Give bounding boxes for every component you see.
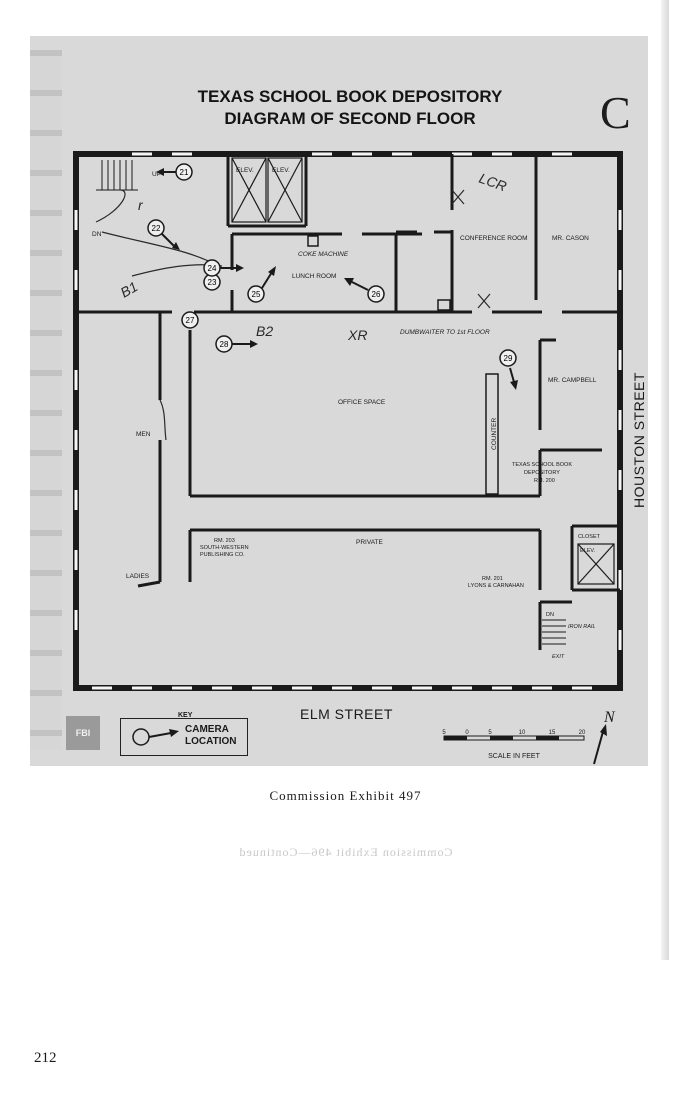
- exhibit-caption: Commission Exhibit 497: [269, 788, 422, 803]
- camera-28: 28: [215, 335, 258, 353]
- label-coke-machine: COKE MACHINE: [298, 251, 349, 258]
- title-line-1: TEXAS SCHOOL BOOK DEPOSITORY: [197, 87, 503, 106]
- label-mr-campbell: MR. CAMPBELL: [548, 377, 597, 384]
- camera-22: 22: [147, 219, 180, 250]
- camera-27: 27: [181, 311, 199, 329]
- key-text-line-1: CAMERA: [185, 724, 229, 735]
- camera-26-label: 26: [372, 290, 381, 299]
- label-rm201-1: RM. 201: [482, 576, 503, 582]
- handwriting-b2: B2: [256, 323, 273, 339]
- scale-tick-1: 0: [465, 730, 469, 736]
- camera-21: 21: [156, 163, 193, 181]
- camera-29-label: 29: [504, 354, 513, 363]
- scale-tick-0: 5: [442, 730, 446, 736]
- label-lunch-room: LUNCH ROOM: [292, 273, 336, 280]
- label-iron-rail: IRON RAIL: [568, 624, 596, 630]
- label-men: MEN: [136, 431, 151, 438]
- floor-plan: ELEV. ELEV. UP DN COKE MACHINE LUNCH ROO…: [73, 151, 623, 691]
- binding-strip: [30, 50, 62, 750]
- interior-walls: [76, 154, 620, 650]
- side-windows: [74, 210, 622, 650]
- camera-21-label: 21: [180, 168, 189, 177]
- label-elev-1: ELEV.: [236, 167, 254, 174]
- label-up: UP: [152, 171, 161, 178]
- stairs-bottom: [542, 619, 566, 645]
- north-label: N: [603, 709, 616, 726]
- camera-24-label: 24: [208, 264, 217, 273]
- exhibit-letter: C: [600, 87, 631, 138]
- camera-22-label: 22: [152, 224, 161, 233]
- label-tsbd-3: RM. 200: [534, 478, 555, 484]
- handwriting-r: r: [138, 197, 144, 213]
- counter: [485, 373, 499, 495]
- camera-28-label: 28: [220, 340, 229, 349]
- houston-street-label: HOUSTON STREET: [625, 370, 653, 510]
- title-line-2: DIAGRAM OF SECOND FLOOR: [224, 109, 476, 128]
- coke-machine-box: [307, 235, 319, 247]
- label-dn-bottom: DN: [546, 612, 554, 618]
- north-arrow-icon: [600, 724, 607, 736]
- label-rm201-2: LYONS & CARNAHAN: [468, 583, 524, 589]
- label-elev-2: ELEV.: [272, 167, 290, 174]
- label-dumbwaiter: DUMBWAITER TO 1st FLOOR: [400, 329, 490, 336]
- diagram-title: TEXAS SCHOOL BOOK DEPOSITORY DIAGRAM OF …: [160, 86, 540, 130]
- label-ladies: LADIES: [126, 573, 150, 580]
- camera-24: 24: [203, 259, 244, 277]
- label-exit: EXIT: [552, 654, 565, 660]
- camera-markers: 21 22 23 24 25 26: [147, 163, 518, 390]
- handwriting-b1: B1: [118, 278, 141, 300]
- handwriting-lcr: LCR: [477, 170, 509, 195]
- label-office-space: OFFICE SPACE: [338, 399, 386, 406]
- label-dn-top: DN: [92, 231, 102, 238]
- scale-label: SCALE IN FEET: [488, 753, 540, 760]
- camera-25-label: 25: [252, 290, 261, 299]
- page-number: 212: [34, 1050, 57, 1066]
- bleed-through-text: Commission Exhibit 496—Continued: [238, 845, 453, 859]
- fbi-badge: FBI: [66, 716, 100, 750]
- label-mr-cason: MR. CASON: [552, 235, 589, 242]
- key-box: CAMERA LOCATION: [120, 718, 248, 756]
- label-private: PRIVATE: [356, 539, 384, 546]
- camera-26: 26: [344, 278, 385, 303]
- north-arrow: N: [593, 709, 616, 765]
- camera-location-icon: [132, 728, 179, 746]
- camera-25: 25: [247, 266, 276, 303]
- scale-tick-3: 10: [519, 730, 526, 736]
- dumbwaiter-box: [437, 299, 451, 311]
- houston-street-text: HOUSTON STREET: [631, 372, 647, 508]
- label-rm203-1: RM. 203: [214, 538, 235, 544]
- scale-tick-5: 20: [579, 730, 586, 736]
- key-heading: KEY: [178, 712, 193, 719]
- elm-street-label: ELM STREET: [300, 706, 393, 722]
- key-text-line-2: LOCATION: [185, 736, 237, 747]
- camera-29: 29: [499, 349, 518, 390]
- label-rm203-3: PUBLISHING CO.: [200, 552, 245, 558]
- handwriting-xr: XR: [347, 327, 367, 343]
- scale-bar: 5 0 5 10 15 20 SCALE IN FEET: [442, 730, 586, 760]
- label-tsbd-2: DEPOSITORY: [524, 470, 560, 476]
- page-edge: [661, 0, 669, 960]
- scale-tick-4: 15: [549, 730, 556, 736]
- camera-27-label: 27: [186, 316, 195, 325]
- label-closet: CLOSET: [578, 534, 601, 540]
- label-conference-room: CONFERENCE ROOM: [460, 235, 528, 242]
- label-counter: COUNTER: [491, 418, 498, 450]
- stairs-top: [96, 160, 138, 191]
- elevator-shafts: [231, 157, 615, 585]
- scale-tick-2: 5: [488, 730, 492, 736]
- label-elev-right: ELEV.: [580, 548, 596, 554]
- label-tsbd-1: TEXAS SCHOOL BOOK: [512, 462, 572, 468]
- camera-23-label: 23: [208, 278, 217, 287]
- key-text: CAMERA LOCATION: [185, 724, 245, 748]
- label-rm203-2: SOUTH-WESTERN: [200, 545, 249, 551]
